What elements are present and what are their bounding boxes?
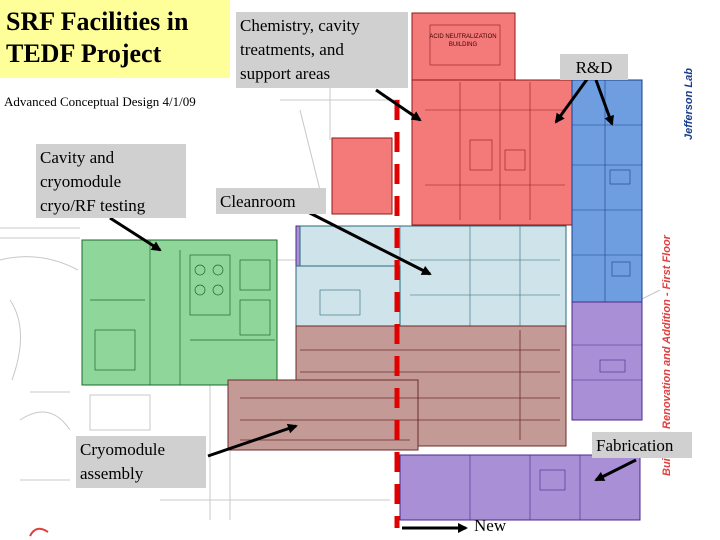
chemistry-zone bbox=[331, 12, 573, 226]
callout-chemistry-line1: Chemistry, cavity bbox=[240, 16, 360, 35]
assembly-zone bbox=[227, 325, 567, 451]
callout-cryomodule-line1: Cryomodule bbox=[80, 440, 165, 459]
slide-title: SRF Facilities in TEDF Project bbox=[6, 6, 188, 70]
callout-cryomodule: Cryomodule assembly bbox=[76, 436, 206, 488]
callout-cavity-line3: cryo/RF testing bbox=[40, 196, 146, 215]
slide-title-line1: SRF Facilities in bbox=[6, 7, 189, 36]
slide-subtitle: Advanced Conceptual Design 4/1/09 bbox=[4, 94, 196, 109]
callout-chemistry-line3: support areas bbox=[240, 64, 331, 83]
callout-chemistry-line2: treatments, and bbox=[240, 40, 344, 59]
callout-fabrication: Fabrication bbox=[592, 432, 692, 458]
arrow-testing bbox=[109, 216, 162, 252]
slide-title-line2: TEDF Project bbox=[6, 39, 162, 68]
label-new: New bbox=[474, 516, 507, 535]
callout-cleanroom-label: Cleanroom bbox=[220, 192, 296, 211]
callout-cavity-line2: cryomodule bbox=[40, 172, 122, 191]
testing-zone bbox=[81, 239, 278, 386]
callout-rd: R&D bbox=[560, 54, 628, 80]
callout-cleanroom: Cleanroom bbox=[216, 188, 326, 214]
title-box: SRF Facilities in TEDF Project bbox=[0, 0, 230, 78]
building-label-line1: ACID NEUTRALIZATION bbox=[429, 34, 496, 40]
fabrication-zone bbox=[399, 301, 643, 521]
arrow-cleanroom bbox=[299, 206, 432, 276]
pointer-arrows bbox=[109, 77, 637, 533]
building-label-line2: BUILDING bbox=[449, 42, 478, 48]
side-caption: Building Renovation and Addition - First… bbox=[661, 234, 673, 476]
callout-fabrication-label: Fabrication bbox=[596, 436, 674, 455]
callout-cryomodule-line2: assembly bbox=[80, 464, 144, 483]
arrow-rd-right bbox=[594, 79, 614, 126]
callout-rd-label: R&D bbox=[575, 58, 613, 77]
arrow-rd-left bbox=[554, 77, 590, 124]
callout-chemistry: Chemistry, cavity treatments, and suppor… bbox=[236, 12, 408, 88]
callout-cavity-line1: Cavity and bbox=[40, 148, 115, 167]
callout-cavity: Cavity and cryomodule cryo/RF testing bbox=[36, 144, 186, 218]
corner-mark bbox=[29, 527, 49, 537]
arrow-fabrication bbox=[594, 458, 637, 482]
arrow-chemistry bbox=[375, 88, 422, 122]
arrow-assembly bbox=[207, 423, 298, 458]
cleanroom-zone bbox=[295, 225, 567, 327]
jefferson-lab-logo: Jefferson Lab bbox=[683, 68, 695, 140]
